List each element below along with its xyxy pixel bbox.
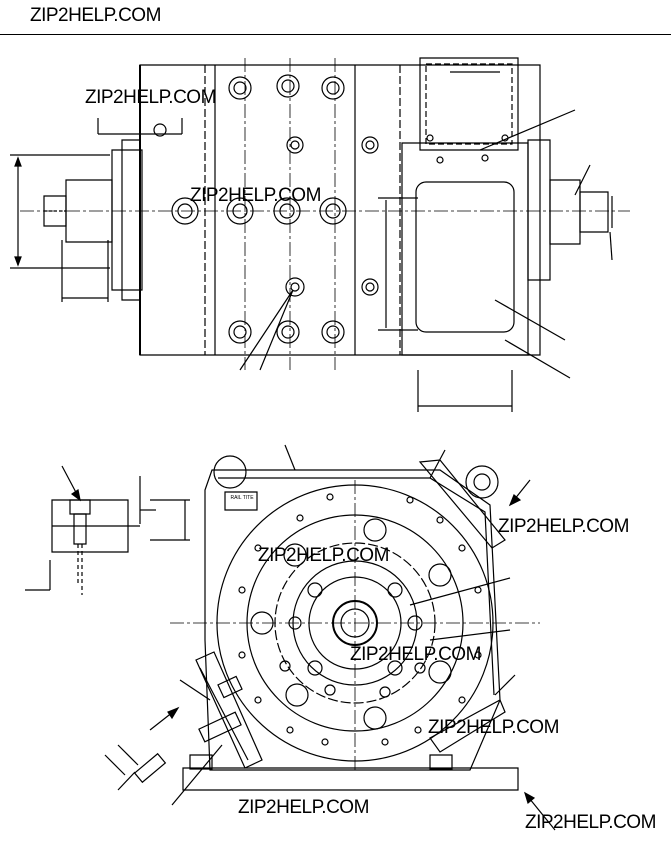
front-view: [25, 445, 555, 830]
watermark-7: ZIP2HELP.COM: [238, 797, 369, 818]
nameplate-label: RAIL TITE: [230, 495, 254, 501]
watermark-1: ZIP2HELP.COM: [85, 87, 216, 108]
nameplate: [225, 492, 257, 510]
watermark-4: ZIP2HELP.COM: [258, 545, 389, 566]
grease-fitting: [172, 198, 198, 224]
left-flange: [112, 150, 142, 290]
inspection-cover: [416, 182, 514, 332]
watermark-8: ZIP2HELP.COM: [525, 812, 656, 833]
front-housing: [205, 470, 500, 770]
watermark-3: ZIP2HELP.COM: [498, 516, 629, 537]
watermark-2: ZIP2HELP.COM: [190, 185, 321, 206]
watermark-6: ZIP2HELP.COM: [428, 717, 559, 738]
header-watermark: ZIP2HELP.COM: [30, 5, 161, 26]
header-divider: [0, 34, 671, 35]
watermark-5: ZIP2HELP.COM: [350, 644, 481, 665]
top-view: [10, 58, 630, 412]
top-cover: [420, 58, 518, 150]
base-plate: [183, 768, 518, 790]
gearbox: [402, 143, 528, 355]
brake-bracket: [196, 652, 262, 768]
